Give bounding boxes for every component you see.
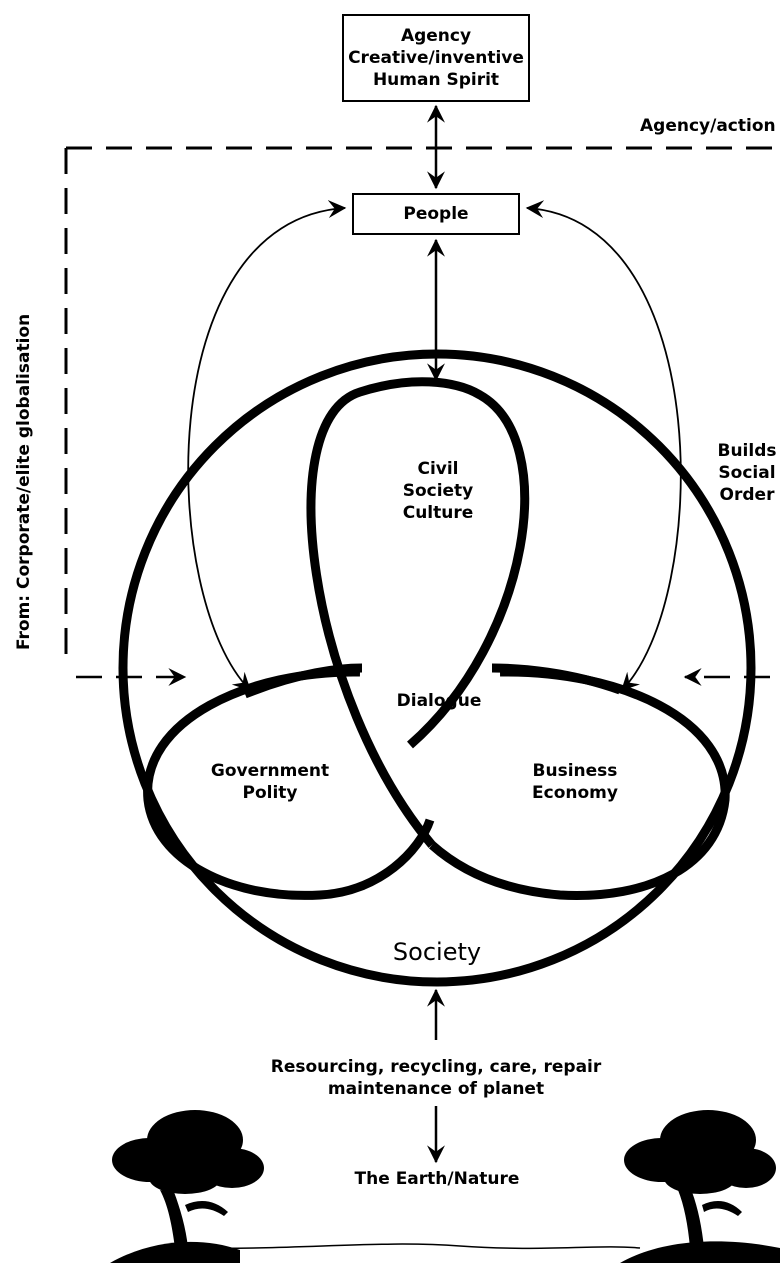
right-tree-icon <box>620 1110 780 1263</box>
society-circle <box>118 349 756 987</box>
civil-line-2: Society <box>402 481 474 501</box>
government-line-1: Government <box>210 761 330 781</box>
people-government-arrow <box>187 200 347 691</box>
civil-line-1: Civil <box>417 459 459 479</box>
agency-line-1: Agency <box>400 26 472 46</box>
resourcing-label: Resourcing, recycling, care, repair main… <box>262 1056 610 1100</box>
agency-line-3: Human Spirit <box>372 70 500 90</box>
government-label: Government Polity <box>200 760 340 804</box>
agency-line-2: Creative/inventive <box>348 48 524 68</box>
builds-line-2: Social <box>718 463 776 483</box>
society-label: Society <box>392 938 482 966</box>
business-label: Business Economy <box>510 760 640 804</box>
people-business-arrow <box>525 200 682 691</box>
builds-social-order-label: Builds Social Order <box>714 440 780 506</box>
civil-society-label: Civil Society Culture <box>388 458 488 524</box>
builds-line-1: Builds <box>717 441 777 461</box>
business-lobe <box>429 667 730 900</box>
agency-box: Agency Creative/inventive Human Spirit <box>342 14 530 102</box>
resourcing-line-1: Resourcing, recycling, care, repair <box>270 1057 602 1077</box>
builds-line-3: Order <box>719 485 775 505</box>
business-line-1: Business <box>532 761 618 781</box>
ground-line <box>189 1243 641 1250</box>
earth-label: The Earth/Nature <box>354 1169 520 1189</box>
resourcing-line-2: maintenance of planet <box>327 1079 545 1099</box>
agency-action-label: Agency/action <box>640 116 776 136</box>
left-tree-icon <box>110 1110 264 1263</box>
people-box: People <box>352 193 520 235</box>
government-line-2: Polity <box>242 783 298 803</box>
dialogue-label: Dialogue <box>396 691 482 711</box>
civil-line-3: Culture <box>402 503 474 523</box>
people-label: People <box>403 204 469 224</box>
civil-society-lobe <box>306 377 530 848</box>
knot-crossbar <box>243 663 622 699</box>
government-lobe <box>143 667 435 900</box>
business-line-2: Economy <box>532 783 618 803</box>
globalisation-label: From: Corporate/elite globalisation <box>14 313 34 650</box>
